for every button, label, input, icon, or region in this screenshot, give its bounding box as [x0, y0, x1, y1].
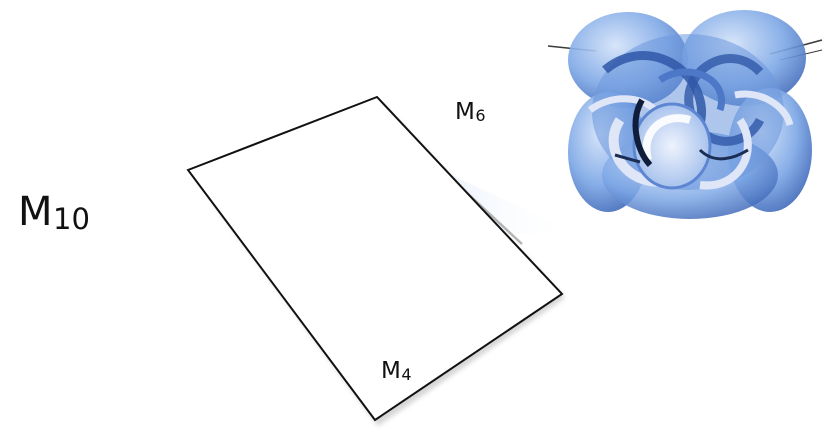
- label-subscript: 6: [475, 106, 486, 125]
- manifold-label-m10: M10: [18, 189, 90, 235]
- label-subscript: 10: [53, 202, 90, 236]
- manifold-label-m6: M6: [455, 101, 486, 124]
- label-base: M: [18, 189, 54, 235]
- parallelogram-sheet-icon: [186, 95, 564, 422]
- label-base: M: [455, 99, 476, 125]
- label-subscript: 4: [401, 365, 412, 384]
- blue-knotted-surface-icon: [547, 10, 823, 219]
- label-base: M: [381, 358, 402, 384]
- manifold-label-m4: M4: [381, 360, 412, 383]
